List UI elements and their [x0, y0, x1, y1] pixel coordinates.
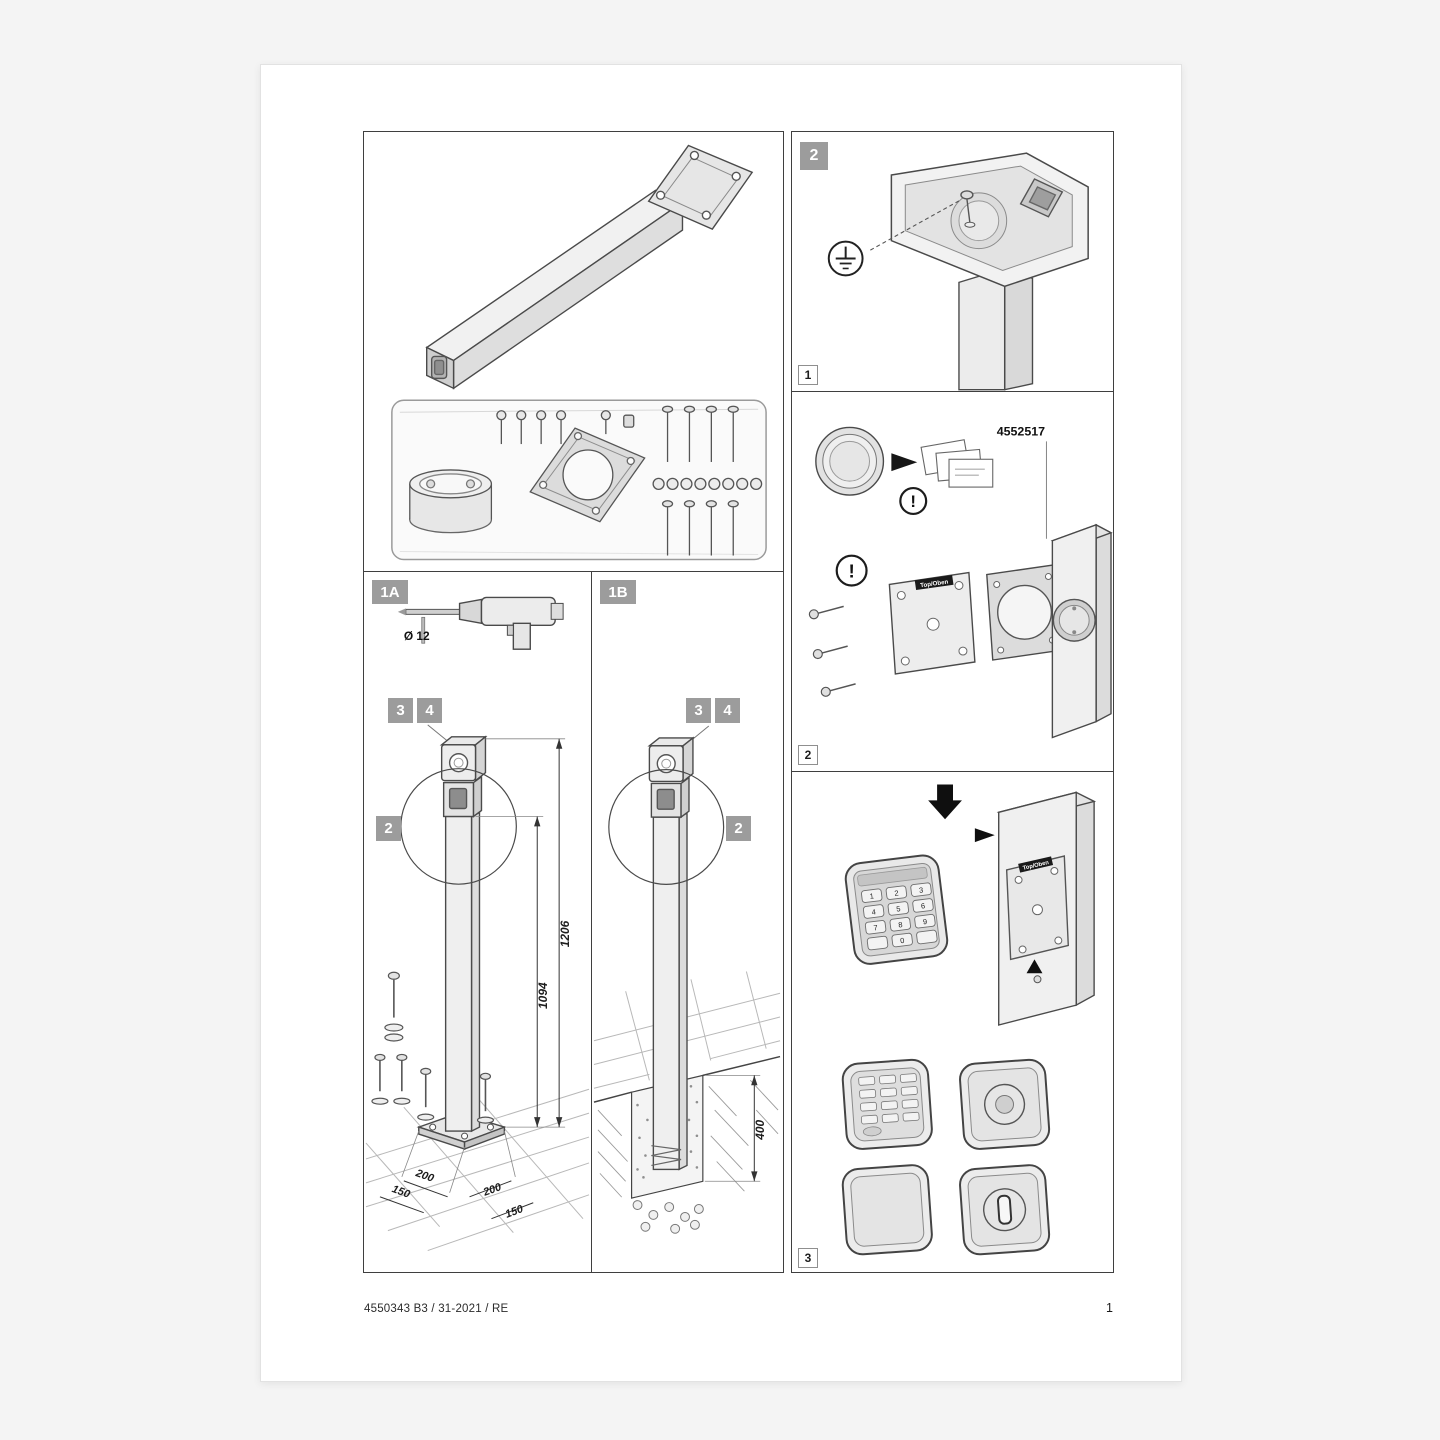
post-1a — [439, 735, 488, 1133]
panel-1a-illustration: Ø 12 — [365, 596, 590, 1252]
dimension-depth — [704, 1074, 761, 1182]
cover-blank — [841, 1164, 933, 1256]
left-column: 1A 3 4 2 Ø 12 — [363, 131, 784, 1273]
flush-mount-box — [815, 426, 885, 496]
detail-2-badge: 2 — [726, 816, 751, 841]
plate-top-oben-label: Top/Oben — [920, 578, 949, 589]
svg-text:!: ! — [910, 492, 916, 511]
dim-left-200: 200 — [413, 1167, 435, 1185]
keypad-key: 6 — [920, 901, 925, 910]
post-with-plate — [996, 791, 1097, 1026]
post-arm-illustration — [425, 144, 754, 390]
arrow-down-icon — [928, 784, 962, 820]
panel-1a-badge: 1A — [372, 580, 408, 604]
leader-line — [869, 200, 960, 252]
panel-1b-illustration: 400 — [593, 725, 781, 1234]
part-number-label: 4552517 — [997, 424, 1045, 438]
attention-icon: ! — [899, 486, 928, 516]
manual-page: 1A 3 4 2 Ø 12 — [260, 64, 1182, 1382]
arrow-right-icon — [974, 828, 995, 843]
keypad-key: 0 — [900, 936, 905, 945]
svg-text:!: ! — [848, 562, 854, 583]
right-column: 2 — [791, 131, 1114, 1273]
dim-total-height: 1206 — [558, 920, 572, 947]
dim-anchor-height: 1094 — [536, 982, 550, 1009]
panels-1a-1b: 1A 3 4 2 Ø 12 — [364, 572, 783, 1272]
step-2-marker: 2 — [798, 745, 818, 765]
earth-screw — [960, 190, 976, 228]
keypad-key: 2 — [894, 888, 899, 897]
keypad-key: 3 — [919, 885, 924, 894]
drill-icon — [397, 596, 564, 650]
gasket-frame — [986, 563, 1064, 661]
dim-foundation-depth: 400 — [753, 1120, 767, 1141]
document-code: 4550343 B3 / 31-2021 / RE — [364, 1303, 509, 1315]
flush-box-illustration: 4552517 ! ! — [808, 424, 1113, 739]
kit-overview-illustration — [391, 144, 767, 561]
step-4-badge: 4 — [715, 698, 740, 723]
step-3-badge: 3 — [686, 698, 711, 723]
plate-top-oben-label: Top/Oben — [1022, 860, 1050, 872]
drill-diameter-label: Ø 12 — [404, 629, 430, 643]
section-2-badge: 2 — [800, 142, 828, 170]
dim-left-150: 150 — [390, 1183, 411, 1201]
dim-right-200: 200 — [481, 1181, 503, 1199]
step-4-badge: 4 — [417, 698, 442, 723]
kit-overview-section — [364, 132, 783, 572]
panel-1b-section: 1B 3 4 2 — [592, 572, 783, 1272]
earth-connection-section: 2 — [792, 132, 1113, 392]
earth-connection-illustration — [827, 152, 1089, 391]
earth-ground-icon — [827, 240, 864, 277]
keypad-mounting-section: Top/Oben 1 2 3 4 — [792, 772, 1113, 1274]
dim-right-150: 150 — [504, 1203, 525, 1221]
detail-circle-1b — [608, 769, 725, 885]
post-1b — [647, 736, 695, 1171]
arrow-right-icon — [891, 453, 918, 472]
hardware-bag-illustration — [391, 399, 767, 561]
flush-box-section: 4552517 ! ! — [792, 392, 1113, 772]
anchor-screws — [371, 971, 495, 1124]
keypad-key: 7 — [873, 923, 878, 932]
post-with-opening — [1050, 523, 1113, 739]
gravel — [632, 1200, 704, 1234]
label-stickers — [920, 439, 994, 488]
keypad-key: 1 — [869, 891, 874, 900]
keypad-key: 5 — [896, 904, 901, 913]
step-3-marker: 3 — [798, 1248, 818, 1268]
keypad-key: 8 — [898, 920, 903, 929]
attention-icon: ! — [835, 554, 868, 587]
cover-key-switch — [959, 1164, 1051, 1256]
cover-keypad — [841, 1058, 933, 1150]
detail-2-badge: 2 — [376, 816, 401, 841]
panel-1a-section: 1A 3 4 2 Ø 12 — [364, 572, 592, 1272]
mounting-plate — [888, 571, 976, 675]
concrete-texture — [636, 1084, 699, 1179]
step-1-marker: 1 — [798, 365, 818, 385]
keypad-device: 1 2 3 4 5 6 7 8 9 0 — [844, 854, 949, 965]
keypad-key: 4 — [871, 907, 876, 916]
soil-hatch — [597, 1080, 779, 1198]
ground-surface — [593, 1055, 781, 1103]
post-head — [890, 152, 1089, 391]
panel-1b-badge: 1B — [600, 580, 636, 604]
step-3-badge: 3 — [388, 698, 413, 723]
dimension-lines-1a — [379, 738, 566, 1220]
fixing-screws — [808, 605, 856, 697]
keypad-key: 9 — [922, 917, 927, 926]
cover-round-button — [959, 1058, 1051, 1150]
page-number: 1 — [1106, 1301, 1113, 1315]
keypad-mounting-illustration: Top/Oben 1 2 3 4 — [841, 784, 1097, 1256]
arrow-up-icon — [1026, 959, 1043, 974]
